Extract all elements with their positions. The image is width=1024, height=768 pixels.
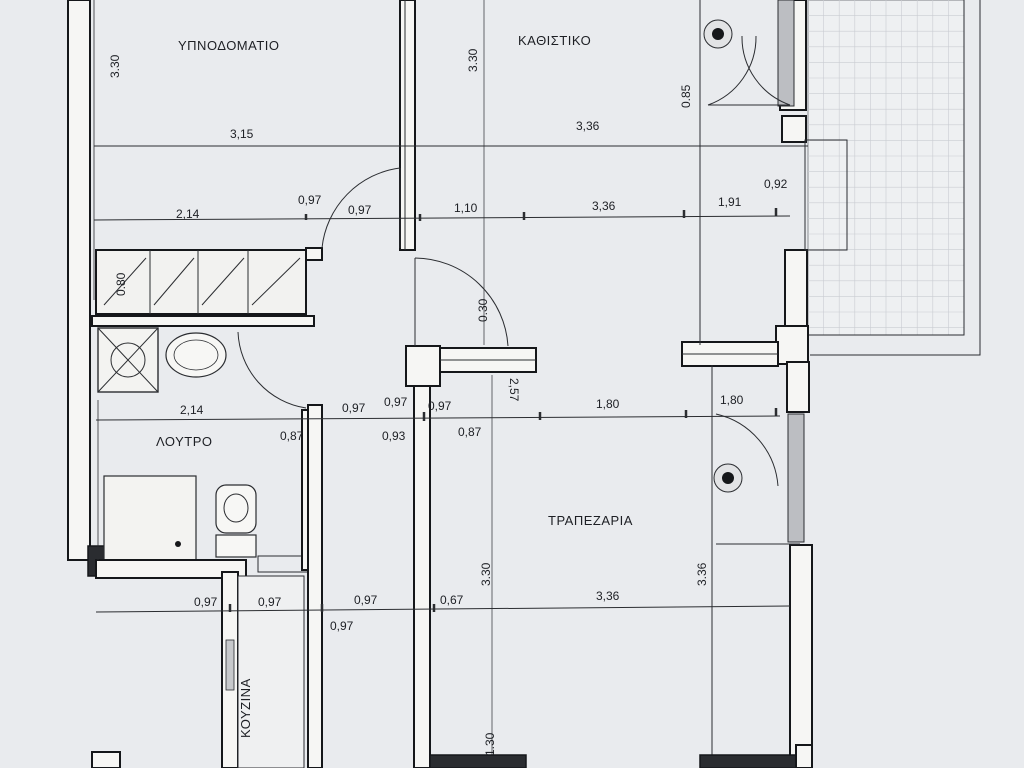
kitchen-counter	[237, 575, 305, 768]
living-window	[703, 0, 795, 107]
dim-r-092: 0,92	[764, 177, 788, 191]
dim-mid-180b: 1,80	[720, 393, 744, 407]
corridor-wall-left	[307, 404, 323, 768]
dim-bot-067: 0,67	[440, 593, 464, 607]
room-label-bathroom: ΛΟΥΤΡΟ	[156, 434, 213, 449]
dim-mid-087a: 0,87	[280, 429, 304, 443]
dim-bot-097d: 0,97	[330, 619, 354, 633]
dim-bedroom-width: 3,15	[230, 127, 254, 141]
corridor-wall-right	[413, 359, 431, 768]
dim-bath-214: 2,14	[180, 403, 204, 417]
dim-dining-right: 3.36	[695, 562, 709, 586]
room-label-living: ΚΑΘΙΣΤΙΚΟ	[518, 33, 591, 48]
dim-bot-336: 3,36	[596, 589, 620, 603]
dim-hall-030: 0.30	[476, 298, 490, 322]
right-column-small	[781, 115, 807, 143]
dim-mid-097a: 0,97	[342, 401, 366, 415]
dim-closet-080: 0.80	[114, 272, 128, 296]
closet	[91, 247, 323, 327]
dim-085: 0.85	[679, 84, 693, 108]
dim-living-height: 3.30	[466, 48, 480, 72]
dim-living-width-top: 3,36	[576, 119, 600, 133]
dining-window	[713, 413, 805, 545]
left-exterior-wall	[67, 0, 91, 561]
living-door	[414, 257, 509, 347]
dim-mid-097b: 0,97	[384, 395, 408, 409]
dim-hall-257: 2,57	[507, 378, 521, 402]
right-wall-bottom	[789, 544, 813, 768]
bathroom-door	[237, 331, 307, 409]
dim-mid-087b: 0,87	[458, 425, 482, 439]
dim-bot-097b: 0,97	[258, 595, 282, 609]
right-wall-lower	[786, 361, 810, 413]
right-column	[775, 325, 809, 365]
right-wall-mid	[784, 249, 808, 331]
dim-r2-097b: 0,97	[348, 203, 372, 217]
dim-bedroom-height: 3.30	[108, 54, 122, 78]
dim-r2-214: 2,14	[176, 207, 200, 221]
dim-r2-097a: 0,97	[298, 193, 322, 207]
room-label-bedroom: ΥΠΝΟΔΟΜΑΤΙΟ	[178, 38, 280, 53]
dim-mid-180a: 1,80	[596, 397, 620, 411]
room-label-kitchen: ΚΟΥΖΙΝΑ	[238, 678, 253, 738]
dim-bot-097c: 0,97	[354, 593, 378, 607]
dim-bottom-130: 1.30	[483, 732, 497, 756]
bedroom-living-wall	[399, 0, 416, 251]
dim-r2-336: 3,36	[592, 199, 616, 213]
dim-r2-191: 1,91	[718, 195, 742, 209]
dim-r2-110: 1,10	[454, 201, 478, 215]
central-column	[405, 345, 441, 387]
dim-bot-097a: 0,97	[194, 595, 218, 609]
dim-mid-097c: 0,97	[428, 399, 452, 413]
dim-mid-093: 0,93	[382, 429, 406, 443]
bedroom-door	[321, 167, 401, 249]
bathroom-fixtures	[95, 327, 323, 579]
balcony-grid	[807, 0, 981, 356]
room-label-dining: ΤΡΑΠΕΖΑΡΙΑ	[548, 513, 633, 528]
dim-dining-height: 3.30	[479, 562, 493, 586]
dimension-lines	[93, 145, 808, 613]
